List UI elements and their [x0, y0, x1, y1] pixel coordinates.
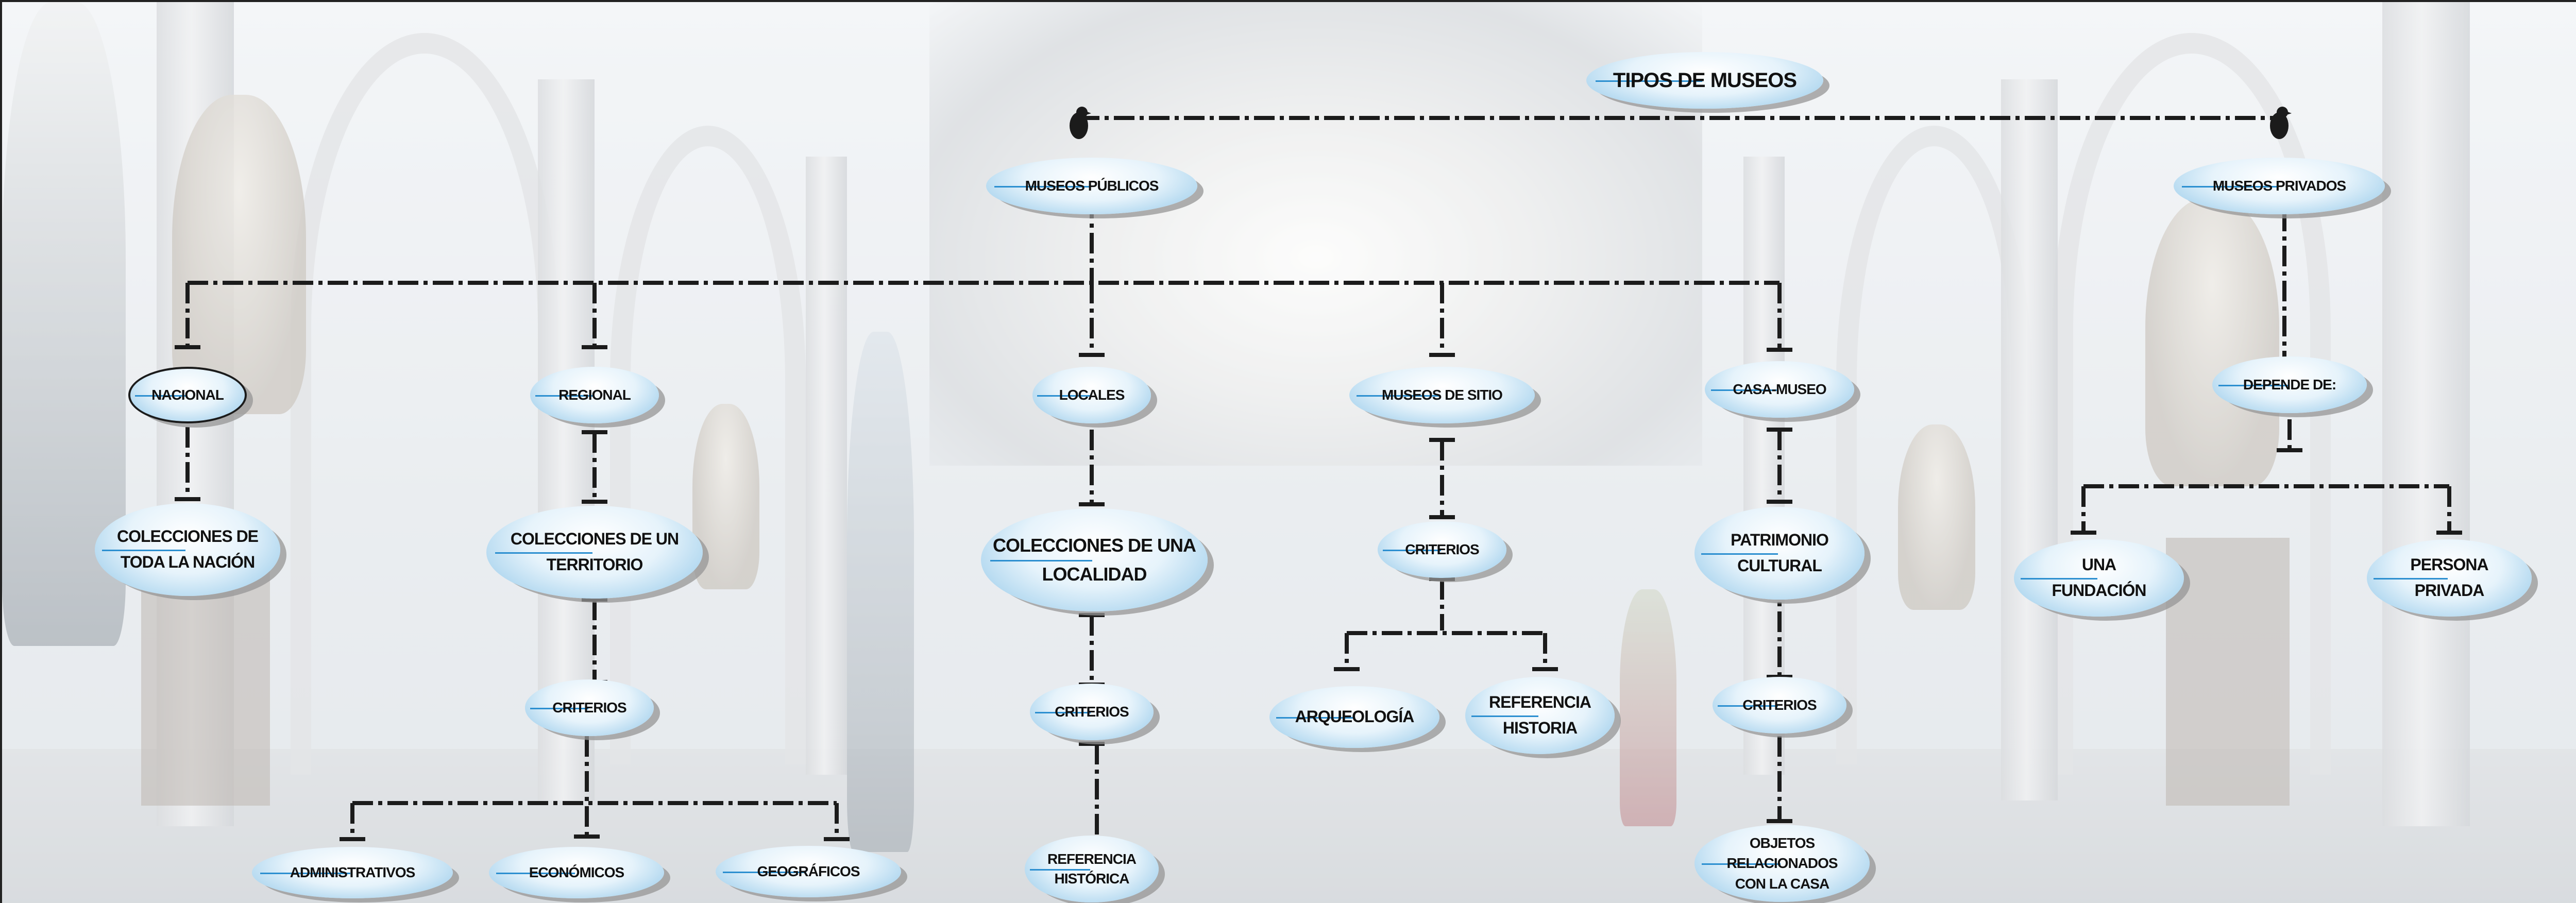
column — [2001, 79, 2058, 800]
column — [2382, 2, 2470, 826]
node-colecciones-territorio: COLECCIONES DE UN TERRITORIO — [486, 506, 703, 599]
node-label: CASA-MUSEO — [1733, 381, 1826, 398]
node-criterios-casa: CRITERIOS — [1713, 677, 1846, 734]
node-criterios-sitio: CRITERIOS — [1378, 521, 1506, 578]
node-criterios-regional: CRITERIOS — [525, 679, 654, 736]
column — [806, 157, 847, 775]
bird-ornament-icon — [1070, 107, 1091, 139]
node-colecciones-nacion: COLECCIONES DE TODA LA NACIÓN — [95, 503, 280, 596]
node-label-line: TERRITORIO — [546, 555, 643, 574]
node-label-line: PATRIMONIO — [1731, 531, 1829, 550]
node-label-line: UNA — [2081, 555, 2116, 574]
statue — [2145, 198, 2279, 486]
node-colecciones-localidad: COLECCIONES DE UNA LOCALIDAD — [981, 508, 1208, 611]
node-label: MUSEOS DE SITIO — [1382, 387, 1503, 403]
node-label: TIPOS DE MUSEOS — [1613, 69, 1797, 92]
node-label-line: PRIVADA — [2414, 581, 2485, 600]
bird-ornament-icon — [2270, 107, 2292, 139]
node-label: CRITERIOS — [1405, 541, 1479, 558]
statue — [692, 404, 759, 589]
statue — [1898, 424, 1975, 610]
node-label: ADMINISTRATIVOS — [290, 864, 416, 881]
node-label-line: COLECCIONES DE — [116, 527, 259, 546]
node-persona-privada: PERSONA PRIVADA — [2367, 539, 2532, 617]
node-label-line: LOCALIDAD — [1042, 564, 1147, 585]
node-arqueologia: ARQUEOLOGÍA — [1269, 686, 1439, 748]
node-label-line: RELACIONADOS — [1726, 855, 1838, 872]
node-label: CRITERIOS — [1742, 697, 1817, 713]
node-label-line: HISTÓRICA — [1054, 871, 1129, 887]
node-label-line: REFERENCIA — [1047, 851, 1137, 867]
node-museos-privados: MUSEOS PRIVADOS — [2174, 158, 2385, 214]
node-label: NACIONAL — [151, 387, 224, 403]
node-label-line: CON LA CASA — [1735, 875, 1829, 892]
node-label-line: TODA LA NACIÓN — [120, 553, 255, 571]
node-label-line: HISTORIA — [1502, 719, 1578, 737]
visitor — [847, 332, 914, 852]
node-tipos-de-museos: TIPOS DE MUSEOS — [1586, 52, 1823, 109]
node-label: CRITERIOS — [1055, 704, 1129, 720]
node-label: GEOGRÁFICOS — [757, 863, 860, 880]
node-museos-publicos: MUSEOS PÚBLICOS — [986, 158, 1197, 214]
node-patrimonio-cultural: PATRIMONIO CULTURAL — [1694, 507, 1865, 600]
node-label: CRITERIOS — [552, 700, 626, 716]
node-objetos-relacionados: OBJETOS RELACIONADOS CON LA CASA — [1694, 825, 1870, 902]
statue — [172, 95, 306, 414]
node-museos-de-sitio: MUSEOS DE SITIO — [1349, 367, 1535, 423]
node-label: MUSEOS PRIVADOS — [2212, 178, 2346, 194]
node-label-line: PERSONA — [2410, 555, 2488, 574]
node-label: MUSEOS PÚBLICOS — [1025, 178, 1159, 194]
node-locales: LOCALES — [1032, 367, 1151, 423]
node-referencia-historia: REFERENCIA HISTORIA — [1465, 677, 1615, 754]
node-referencia-historica: REFERENCIA HISTÓRICA — [1025, 836, 1159, 902]
node-label-line: OBJETOS — [1749, 835, 1815, 851]
node-label-line: CULTURAL — [1737, 556, 1822, 575]
node-label-line: REFERENCIA — [1488, 693, 1591, 712]
node-economicos: ECONÓMICOS — [489, 847, 664, 898]
node-criterios-locales: CRITERIOS — [1030, 684, 1154, 740]
visitor — [1620, 589, 1676, 826]
node-casa-museo: CASA-MUSEO — [1705, 361, 1854, 418]
node-administrativos: ADMINISTRATIVOS — [252, 847, 453, 898]
node-label: REGIONAL — [558, 387, 631, 403]
node-label: ARQUEOLOGÍA — [1295, 707, 1415, 726]
node-una-fundacion: UNA FUNDACIÓN — [2014, 539, 2184, 617]
node-label: ECONÓMICOS — [529, 864, 624, 881]
pedestal — [2166, 538, 2290, 806]
node-depende-de: DEPENDE DE: — [2212, 356, 2367, 413]
node-geograficos: GEOGRÁFICOS — [716, 846, 901, 897]
node-label-line: COLECCIONES DE UNA — [992, 535, 1196, 556]
node-label: DEPENDE DE: — [2243, 377, 2336, 393]
node-label-line: FUNDACIÓN — [2052, 581, 2147, 600]
node-label: LOCALES — [1059, 387, 1125, 403]
node-regional: REGIONAL — [530, 367, 659, 423]
node-label-line: COLECCIONES DE UN — [510, 530, 679, 549]
node-nacional: NACIONAL — [128, 367, 247, 423]
